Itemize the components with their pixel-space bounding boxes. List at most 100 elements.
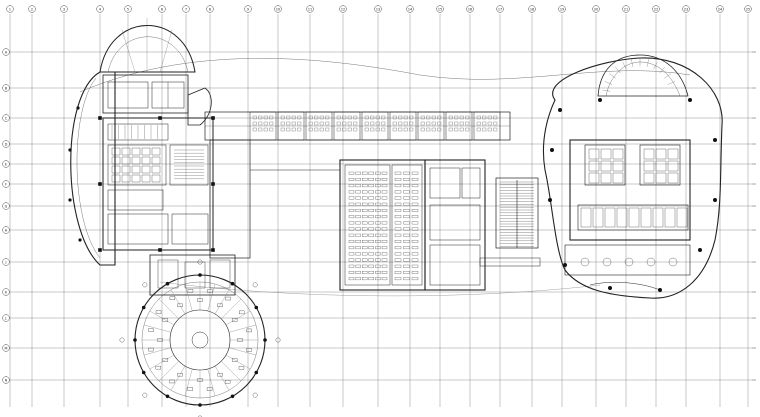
row-bubble-circle xyxy=(2,376,10,384)
east-column xyxy=(548,198,552,202)
structural-column xyxy=(98,182,102,186)
row-bubble-circle xyxy=(2,258,10,266)
seat xyxy=(411,221,419,225)
seat xyxy=(381,277,388,281)
east-column xyxy=(658,288,662,292)
column-bubble-circle xyxy=(96,5,104,13)
column-bubble-label: 14 xyxy=(408,7,412,11)
column-bubble-circle xyxy=(436,5,444,13)
dome-rib xyxy=(667,81,676,85)
pavilion-table xyxy=(238,310,245,315)
column-bubble-circle xyxy=(28,5,36,13)
seat xyxy=(394,277,402,281)
row-grid-bubble: C xyxy=(2,114,756,122)
seat xyxy=(348,252,355,256)
corridor-cell xyxy=(361,111,389,141)
column-bubble-circle xyxy=(182,5,190,13)
column-grid-bubble: 7 xyxy=(182,5,190,13)
column-bubble-label: 23 xyxy=(684,7,688,11)
column-grid-bubble: 6 xyxy=(158,5,166,13)
seat xyxy=(394,196,402,200)
corridor-cell xyxy=(249,111,277,141)
seat xyxy=(411,277,419,281)
desk xyxy=(493,127,498,132)
desk xyxy=(342,127,347,132)
east-room xyxy=(667,148,679,160)
seat xyxy=(348,184,355,188)
column-bubble-circle xyxy=(592,5,600,13)
column-grid-bubble: 8 xyxy=(206,5,214,13)
east-room xyxy=(588,160,600,172)
seat xyxy=(375,233,381,237)
column-bubble-label: 18 xyxy=(530,7,534,11)
column-bubble-label: 22 xyxy=(654,7,658,11)
seat xyxy=(394,184,402,188)
roof-outline xyxy=(79,58,691,93)
seat xyxy=(394,246,402,250)
dome-rib xyxy=(609,73,616,79)
corridor-cell xyxy=(417,111,445,141)
east-cell xyxy=(580,207,592,228)
pavilion-table xyxy=(148,347,154,352)
column-grid-bubble: 16 xyxy=(466,5,474,13)
east-column xyxy=(698,248,702,252)
structural-column xyxy=(98,248,102,252)
seat xyxy=(375,246,381,250)
seat xyxy=(403,221,410,225)
column-grid-bubble: 21 xyxy=(622,5,630,13)
column-bubble-circle xyxy=(244,5,252,13)
service-room xyxy=(121,174,131,183)
desk xyxy=(342,121,347,126)
desk xyxy=(263,127,268,132)
pavilion-table xyxy=(169,379,175,384)
dome-rib xyxy=(659,67,665,74)
desk xyxy=(487,115,492,120)
landscape-marker xyxy=(252,282,258,288)
seat xyxy=(403,196,410,200)
seat xyxy=(362,264,368,268)
desk xyxy=(364,121,369,126)
seat xyxy=(368,258,374,262)
seat xyxy=(348,264,355,268)
pavilion-column xyxy=(141,370,146,375)
east-column xyxy=(608,286,612,290)
seat xyxy=(394,258,402,262)
seat xyxy=(362,258,368,262)
seat xyxy=(381,252,388,256)
service-room xyxy=(141,156,151,165)
seat xyxy=(362,221,368,225)
desk xyxy=(308,121,313,126)
east-cell xyxy=(616,207,628,228)
desk xyxy=(431,115,436,120)
seat xyxy=(368,221,374,225)
seat xyxy=(368,215,374,219)
corridor-cell xyxy=(389,111,417,141)
roof-outline-lower xyxy=(159,281,601,297)
seat xyxy=(403,233,410,237)
east-room xyxy=(655,148,667,160)
pavilion-table xyxy=(197,378,203,382)
seat xyxy=(368,252,374,256)
seat xyxy=(394,202,402,206)
east-cell xyxy=(592,207,604,228)
desk xyxy=(263,115,268,120)
east-column xyxy=(713,198,717,202)
seat xyxy=(348,196,355,200)
row-bubble-circle xyxy=(2,160,10,168)
seat xyxy=(348,171,355,175)
seat xyxy=(375,171,381,175)
seat xyxy=(355,258,361,262)
seat xyxy=(411,178,419,181)
seat xyxy=(411,271,419,274)
seat xyxy=(348,277,355,281)
column-bubble-label: 21 xyxy=(624,7,628,11)
seat xyxy=(362,190,368,194)
desk xyxy=(398,115,403,120)
desk xyxy=(336,121,341,126)
desk xyxy=(353,127,358,132)
column-bubble-label: 5 xyxy=(127,7,129,11)
desk xyxy=(319,127,324,132)
row-bubble-label: H xyxy=(5,228,8,232)
desk xyxy=(476,115,481,120)
